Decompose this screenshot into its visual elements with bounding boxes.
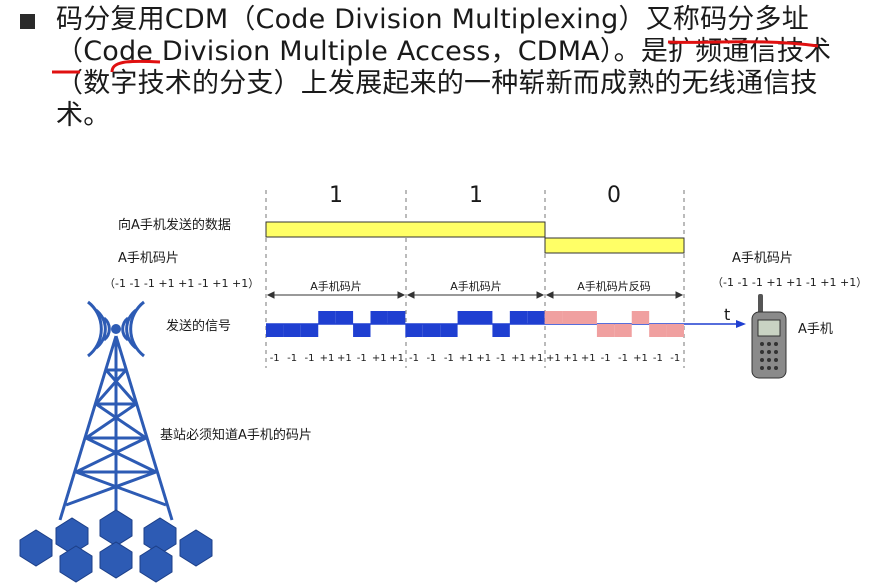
station-label: 基站必须知道A手机的码片	[160, 427, 312, 443]
bit-label: 0	[607, 183, 621, 208]
signal-chip	[475, 311, 493, 324]
time-axis-arrow	[736, 320, 746, 328]
signal-chip	[440, 324, 458, 337]
chip-value-label: +1	[633, 353, 648, 364]
data-bar-low	[544, 237, 685, 254]
chip-value-label: +1	[337, 353, 352, 364]
signal-chip	[457, 311, 475, 324]
chip-value-label: +1	[511, 353, 526, 364]
signal-chip	[300, 324, 319, 337]
segment-label: A手机码片反码	[577, 279, 651, 293]
mobile-phone-icon	[751, 294, 787, 379]
chip-sequence: （-1 -1 -1 +1 +1 -1 +1 +1）	[104, 277, 259, 290]
segment-label: A手机码片	[450, 279, 502, 293]
signal-chip	[614, 324, 632, 337]
signal-chip	[596, 324, 615, 337]
chip-value-label: +1	[389, 353, 404, 364]
signal-chip	[492, 324, 510, 337]
cdm-text: 码分复用CDM（Code Division Multiplexing）	[56, 4, 646, 35]
chip-value-label: -1	[653, 353, 663, 364]
signal-chip	[544, 311, 563, 324]
chip-value-label: -1	[270, 353, 280, 364]
bit-label: 1	[329, 183, 343, 208]
signal-chip	[666, 324, 684, 337]
data-row-label: 向A手机发送的数据	[118, 217, 231, 233]
signal-chip	[387, 311, 406, 324]
signal-chip	[318, 311, 336, 324]
chip-value-label: -1	[618, 353, 628, 364]
signal-chip	[353, 324, 371, 337]
red-underline-mark	[110, 59, 161, 73]
signal-chips	[266, 311, 684, 337]
signal-chip	[562, 311, 580, 324]
signal-chip	[405, 324, 423, 337]
chip-value-label: +1	[529, 353, 544, 364]
signal-chip	[335, 311, 354, 324]
chip-value-label: -1	[426, 353, 436, 364]
phone-chip-sequence: （-1 -1 -1 +1 +1 -1 +1 +1）	[712, 276, 867, 289]
chip-value-label: -1	[444, 353, 454, 364]
base-station-tower-icon	[19, 300, 213, 583]
chip-value-label: +1	[372, 353, 387, 364]
chip-value-label: +1	[476, 353, 491, 364]
signal-chip	[579, 311, 597, 324]
data-bar-high	[265, 221, 546, 238]
chip-value-label: +1	[563, 353, 578, 364]
phone-label: A手机	[798, 322, 833, 337]
time-label: t	[724, 305, 730, 324]
chip-value-label: +1	[320, 353, 335, 364]
chip-value-label: +1	[581, 353, 596, 364]
signal-chip	[509, 311, 528, 324]
signal-chip	[370, 311, 388, 324]
chip-value-label: +1	[459, 353, 474, 364]
chip-value-label: -1	[670, 353, 680, 364]
bit-label: 1	[469, 183, 483, 208]
chip-value-label: -1	[496, 353, 506, 364]
signal-chip	[527, 311, 545, 324]
chip-label: A手机码片	[118, 251, 179, 266]
chip-value-label: -1	[601, 353, 611, 364]
signal-label: 发送的信号	[166, 318, 231, 334]
chip-value-label: -1	[305, 353, 315, 364]
signal-chip	[422, 324, 441, 337]
signal-chip	[266, 324, 284, 337]
chip-value-label: -1	[287, 353, 297, 364]
bullet-square	[20, 14, 35, 29]
bit-boundaries	[265, 190, 685, 368]
signal-chip	[283, 324, 301, 337]
chip-value-label: -1	[409, 353, 419, 364]
segment-label: A手机码片	[310, 279, 362, 293]
signal-chip	[649, 324, 667, 337]
phone-chip-label: A手机码片	[732, 251, 793, 266]
chip-values: -1-1-1+1+1-1+1+1-1-1-1+1+1-1+1+1+1+1+1-1…	[270, 353, 681, 364]
signal-chip	[631, 311, 650, 324]
red-underline-mark	[667, 40, 819, 48]
segment-arrows	[266, 291, 684, 299]
chip-value-label: -1	[357, 353, 367, 364]
cdma-alias-text: 又称码分多址	[645, 4, 809, 35]
chip-value-label: +1	[546, 353, 561, 364]
